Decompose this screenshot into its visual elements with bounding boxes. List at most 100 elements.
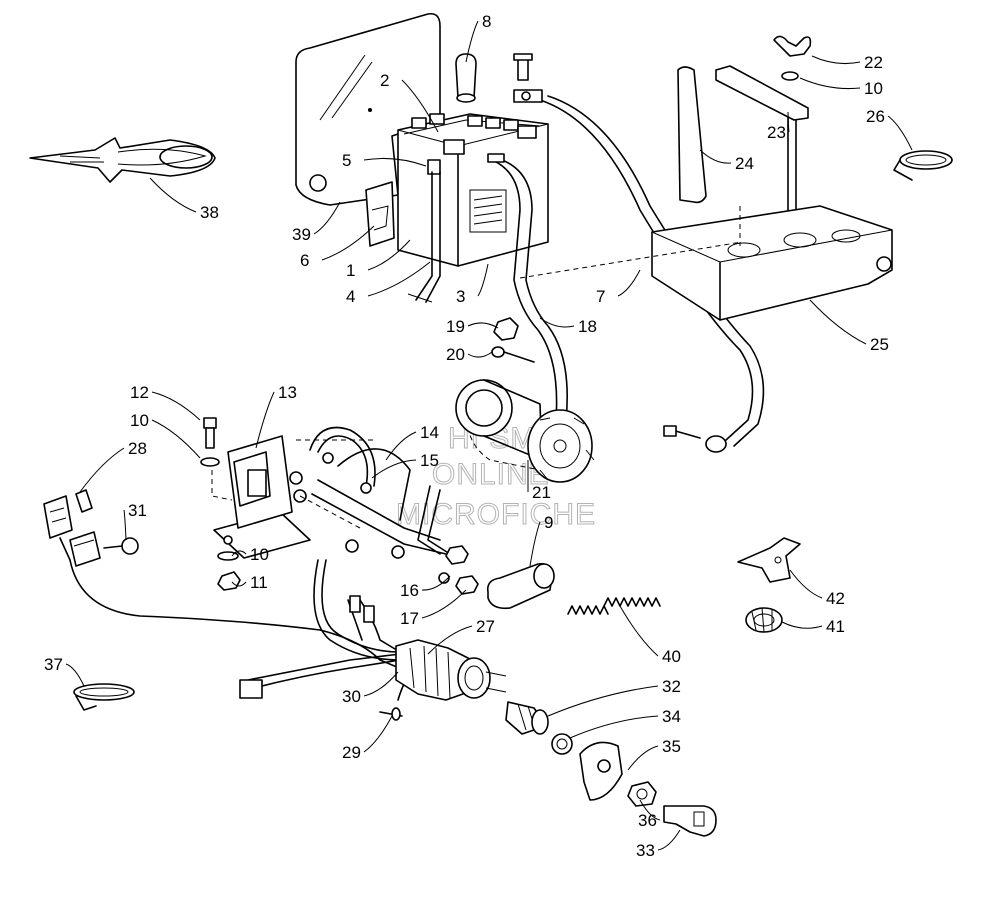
- terminal-cap: [455, 53, 477, 103]
- callout-number: 16: [400, 581, 419, 600]
- callout-number: 9: [544, 513, 553, 532]
- callout-32: 32: [547, 677, 681, 717]
- callout-16: 16: [400, 575, 451, 600]
- callout-leader-line: [321, 225, 375, 261]
- callout-number: 28: [128, 439, 147, 458]
- callout-number: 39: [292, 225, 311, 244]
- callout-number: 11: [250, 573, 268, 592]
- callout-leader-line: [617, 269, 641, 297]
- callout-37: 37: [44, 655, 85, 687]
- callout-leader-line: [371, 459, 417, 479]
- callout-leader-line: [569, 715, 659, 739]
- callout-number: 7: [596, 287, 605, 306]
- wiring-harness: [69, 559, 507, 721]
- callout-20: 20: [446, 345, 493, 364]
- watermark-line-2: ONLINE: [432, 458, 550, 491]
- callout-leader-line: [363, 671, 399, 697]
- callout-leader-line: [529, 521, 541, 567]
- callout-leader-line: [787, 111, 790, 133]
- callout-36: 36: [638, 799, 661, 830]
- callout-10: 10: [231, 545, 269, 564]
- callout-29: 29: [342, 715, 393, 762]
- callout-number: 36: [638, 811, 657, 830]
- callout-number: 22: [864, 53, 883, 72]
- callout-number: 37: [44, 655, 63, 674]
- callout-leader-line: [363, 715, 393, 753]
- battery-cover-plate: [295, 12, 441, 206]
- callout-10: 10: [130, 411, 201, 459]
- callout-19: 19: [446, 317, 499, 336]
- callout-number: 14: [420, 423, 439, 442]
- callout-leader-line: [809, 299, 867, 345]
- callout-leader-line: [799, 77, 861, 89]
- callout-number: 19: [446, 317, 465, 336]
- callout-7: 7: [596, 269, 641, 306]
- callout-leader-line: [231, 550, 247, 557]
- callout-leader-line: [619, 605, 659, 657]
- callout-leader-line: [255, 391, 275, 449]
- callout-number: 32: [662, 677, 681, 696]
- callout-number: 15: [420, 451, 439, 470]
- callout-31: 31: [123, 501, 147, 541]
- watermark-line-3: MICROFICHE: [396, 498, 596, 531]
- callout-8: 8: [465, 12, 491, 63]
- callout-2: 2: [380, 71, 439, 133]
- callout-number: 25: [870, 335, 889, 354]
- callout-number: 26: [866, 107, 885, 126]
- callout-12: 12: [130, 383, 201, 421]
- battery: [397, 113, 549, 267]
- callout-9: 9: [529, 513, 553, 567]
- callout-number: 23: [767, 123, 786, 142]
- callout-leader-line: [699, 149, 732, 164]
- callout-number: 5: [342, 151, 351, 170]
- callout-number: 20: [446, 345, 465, 364]
- callout-leader-line: [151, 419, 201, 459]
- callout-24: 24: [699, 149, 754, 173]
- callout-leader-line: [385, 431, 417, 461]
- mounting-screw: [103, 537, 139, 555]
- callout-number: 31: [128, 501, 147, 520]
- callout-number: 34: [662, 707, 681, 726]
- callout-41: 41: [781, 617, 845, 636]
- callout-38: 38: [149, 177, 219, 222]
- callout-17: 17: [400, 589, 467, 628]
- callout-15: 15: [371, 451, 439, 479]
- callout-number: 12: [130, 383, 149, 402]
- cable-tie: [73, 683, 135, 711]
- callout-leader-line: [123, 509, 127, 541]
- callout-14: 14: [385, 423, 439, 461]
- callout-number: 29: [342, 743, 361, 762]
- solenoid-wires: [309, 426, 411, 521]
- callout-10: 10: [799, 77, 883, 98]
- callout-leader-line: [477, 263, 489, 297]
- callout-4: 4: [346, 261, 431, 306]
- nut-and-terminal: [491, 317, 535, 363]
- callout-number: 33: [636, 841, 655, 860]
- callout-5: 5: [342, 151, 427, 170]
- callout-leader-line: [781, 621, 823, 629]
- callout-leader-line: [467, 322, 499, 329]
- callout-number: 38: [200, 203, 219, 222]
- callout-number: 21: [532, 483, 551, 502]
- callout-26: 26: [866, 107, 913, 151]
- solenoid-hardware: [200, 417, 241, 591]
- callout-leader-line: [657, 829, 681, 851]
- callout-28: 28: [79, 439, 147, 493]
- battery-tray: [519, 205, 893, 321]
- callout-leader-line: [401, 79, 439, 133]
- callout-number: 24: [735, 154, 754, 173]
- callout-6: 6: [300, 225, 375, 270]
- callout-1: 1: [346, 239, 411, 280]
- callout-39: 39: [292, 201, 341, 244]
- callout-leader-line: [421, 575, 451, 591]
- callout-33: 33: [636, 829, 681, 860]
- return-springs: [567, 597, 661, 615]
- callout-number: 8: [482, 12, 491, 31]
- callout-18: 18: [539, 317, 597, 336]
- callout-number: 6: [300, 251, 309, 270]
- ignition-switch: [505, 701, 717, 837]
- callout-leader-line: [627, 745, 659, 771]
- callout-leader-line: [367, 239, 411, 271]
- starter-motor: [455, 379, 595, 483]
